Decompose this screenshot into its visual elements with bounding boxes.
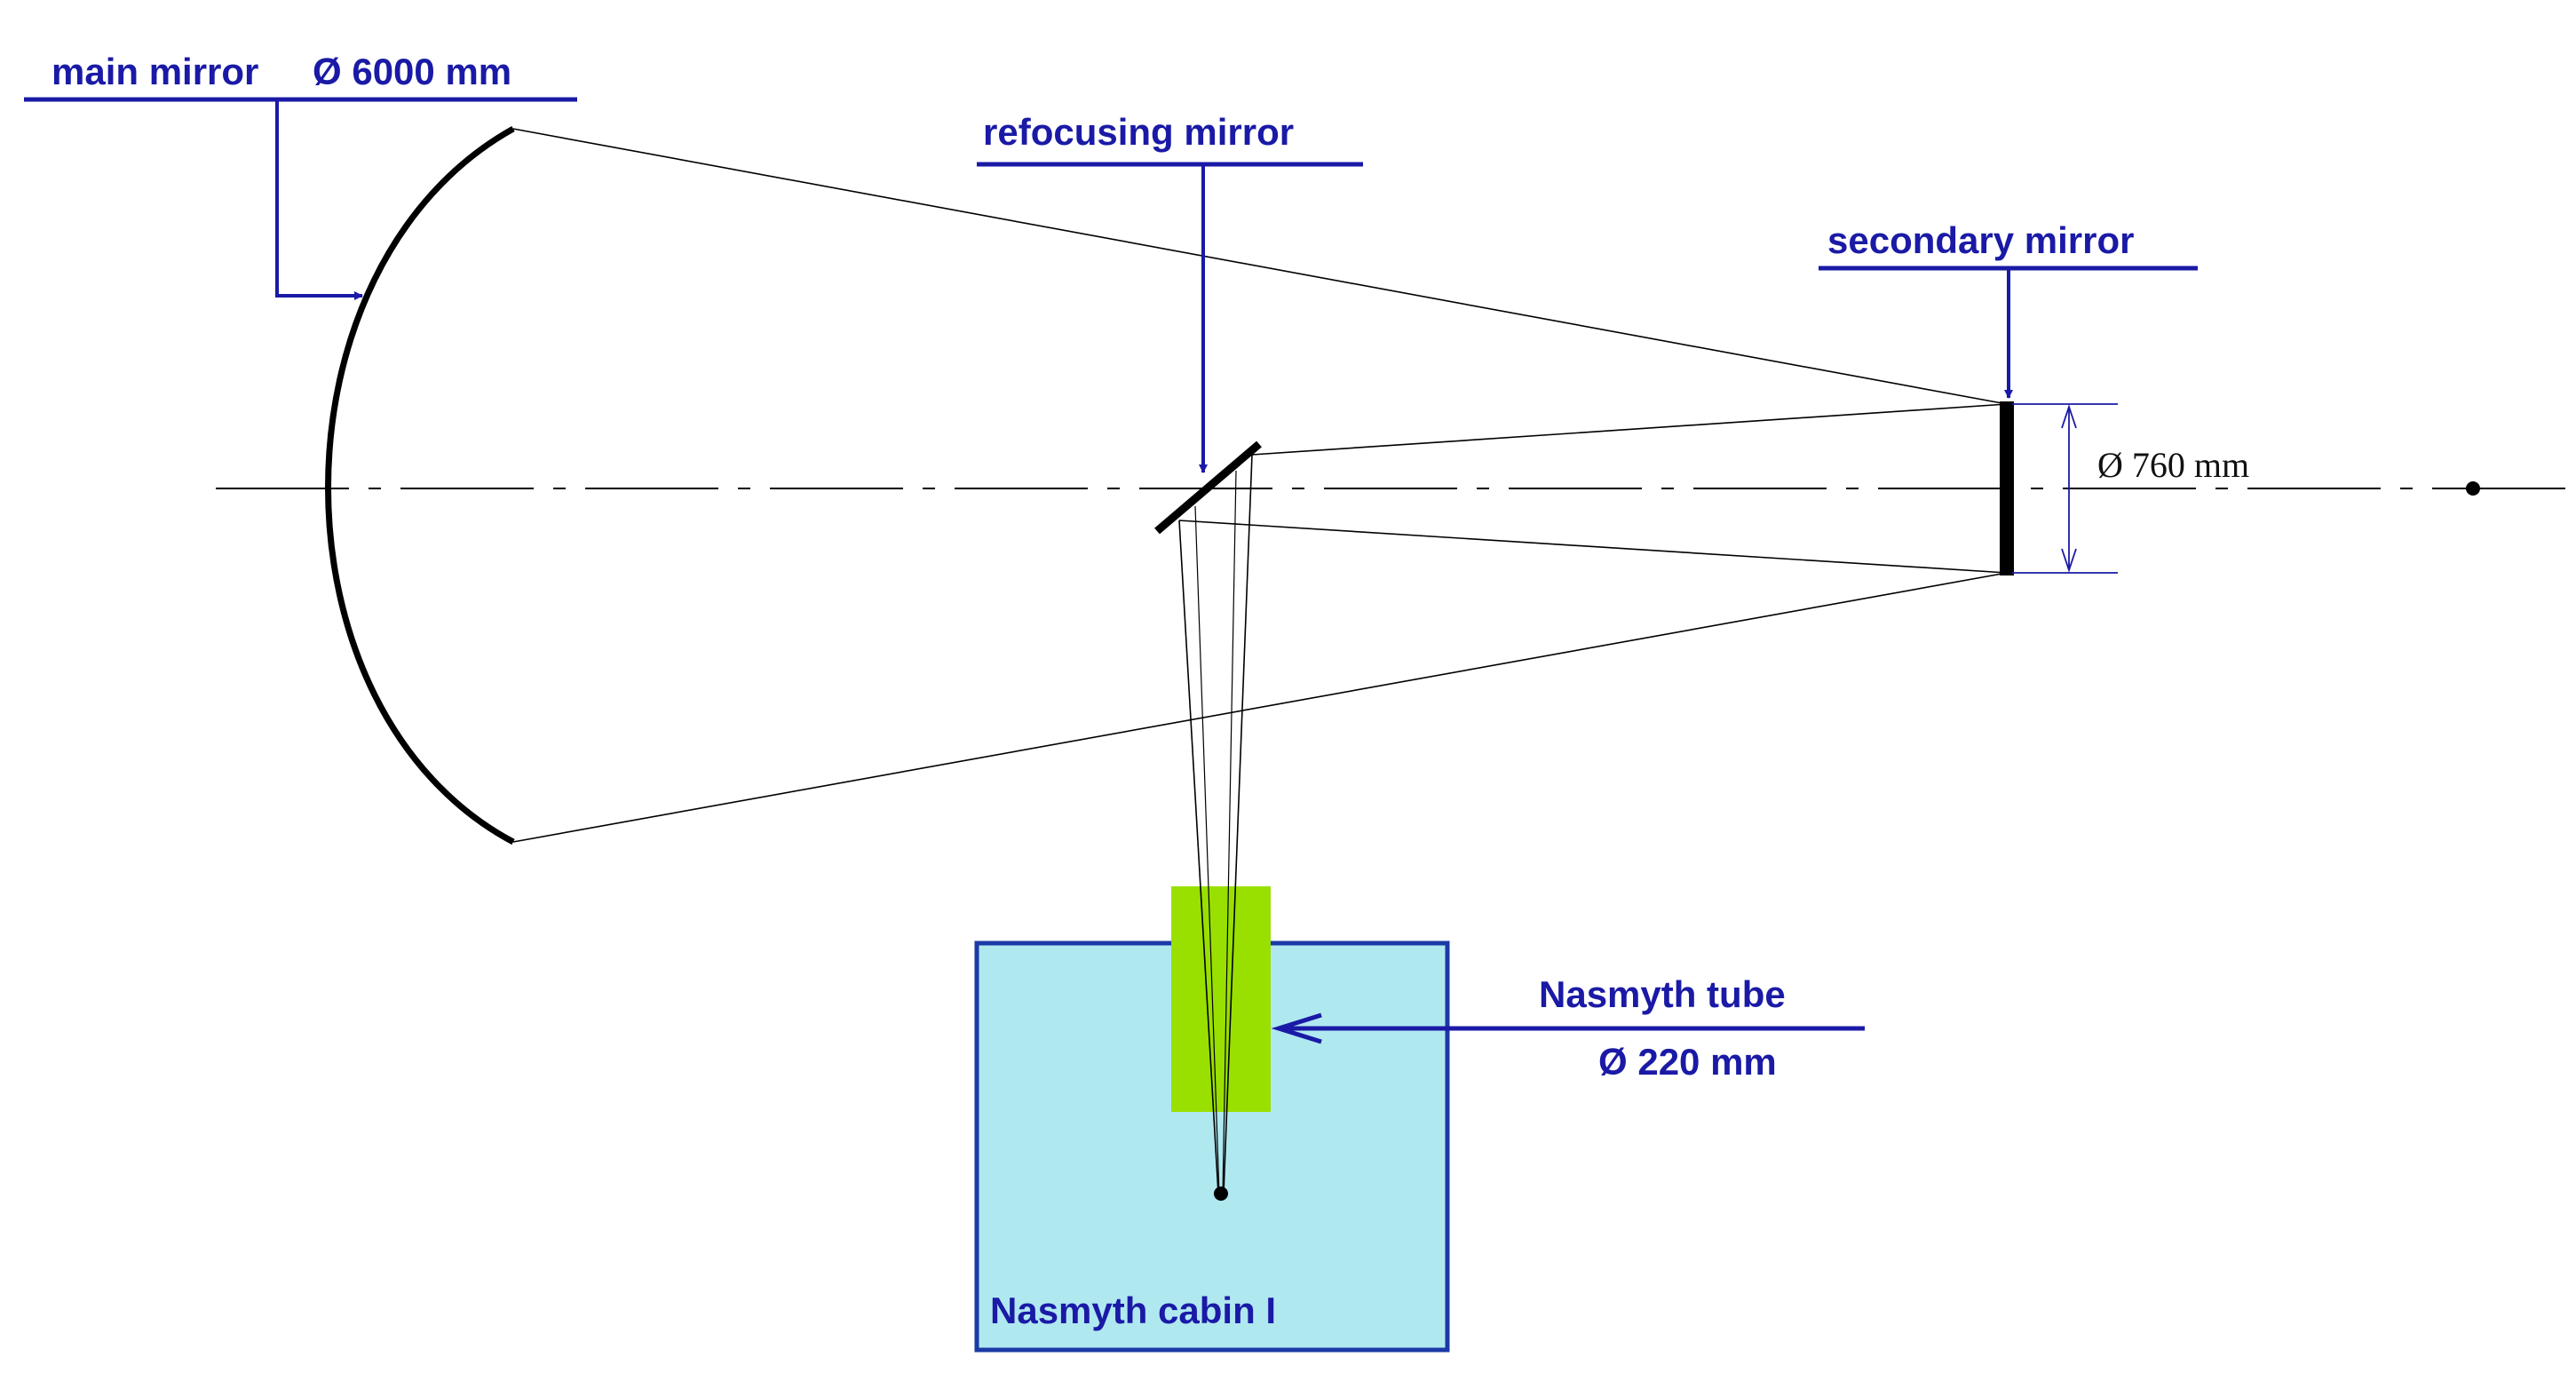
ray-secondary-top-to-refocus — [1251, 403, 2008, 456]
nasmyth-tube-arrow-icon — [1271, 1012, 1322, 1044]
main-mirror-diameter-label: Ø 6000 mm — [313, 51, 511, 92]
refocusing-mirror — [1154, 440, 1262, 535]
nasmyth-focus-point — [1214, 1186, 1228, 1201]
nasmyth-tube-label: Nasmyth tube — [1539, 973, 1786, 1015]
main-mirror-label: main mirror — [52, 51, 258, 92]
dimension-arrow-up-icon — [2061, 404, 2077, 429]
ray-secondary-bottom-to-refocus — [1178, 520, 2008, 574]
nasmyth-tube — [1171, 886, 1271, 1112]
secondary-diameter-label: Ø 760 mm — [2097, 445, 2249, 485]
refocusing-mirror-label: refocusing mirror — [983, 111, 1294, 153]
secondary-mirror-label: secondary mirror — [1827, 219, 2134, 261]
main-mirror-leader — [275, 99, 363, 300]
ray-refocus-inner-2 — [1222, 470, 1237, 1194]
ray-refocus-to-focus-right — [1223, 454, 1253, 1194]
nasmyth-cabin-label: Nasmyth cabin I — [990, 1290, 1276, 1331]
ray-refocus-to-focus-left — [1178, 520, 1219, 1194]
ray-refocus-inner-1 — [1194, 505, 1220, 1194]
nasmyth-tube-diameter-label: Ø 220 mm — [1598, 1041, 1777, 1083]
dimension-arrow-down-icon — [2061, 548, 2077, 573]
axis-end-point — [2466, 481, 2480, 496]
main-mirror-shape — [325, 125, 515, 845]
ray-main-bottom-to-secondary — [512, 572, 2008, 843]
ray-main-top-to-secondary — [512, 128, 2008, 405]
